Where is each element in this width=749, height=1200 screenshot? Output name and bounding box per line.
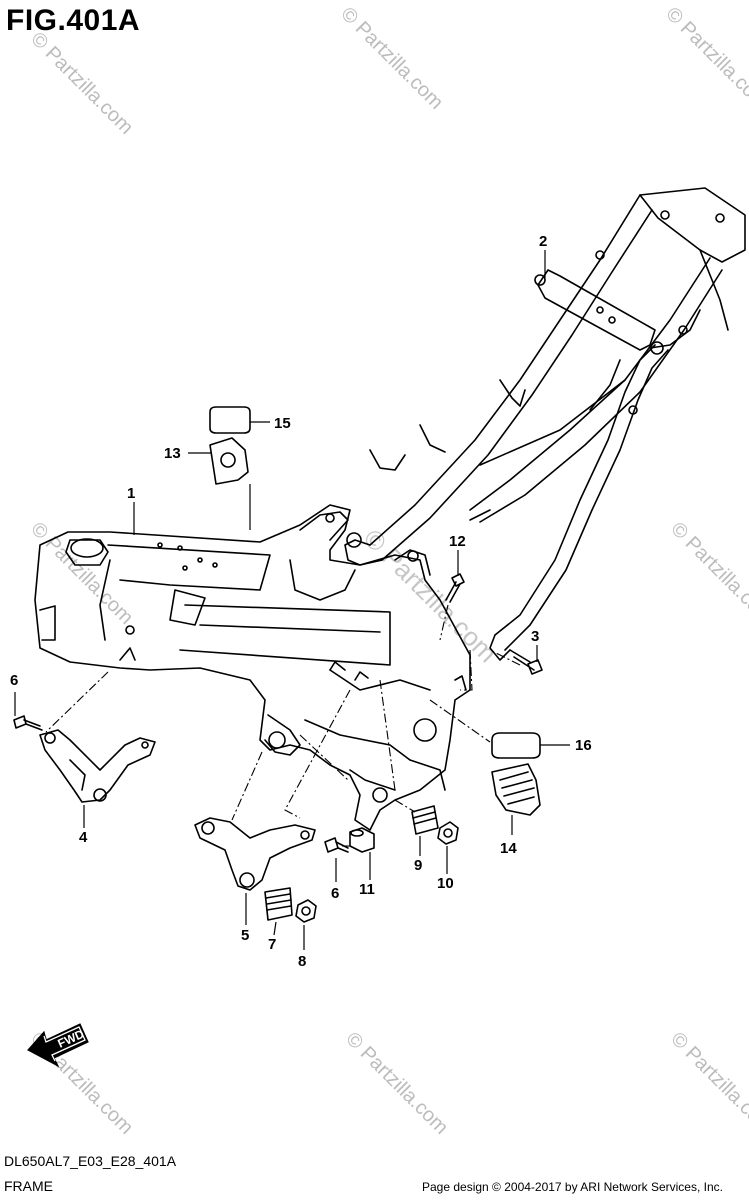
callout-2: 2: [539, 233, 547, 250]
watermarks: © Partzilla.com © Partzilla.com © Partzi…: [26, 3, 749, 1139]
callout-9: 9: [414, 857, 422, 874]
watermark-text: © Partzilla.com: [26, 28, 137, 139]
figure-title: FIG.401A: [6, 4, 141, 37]
part-5-bracket: [194, 817, 316, 891]
callout-14: 14: [500, 840, 517, 857]
callout-12: 12: [449, 533, 466, 550]
diagram-code: DL650AL7_E03_E28_401A: [4, 1153, 177, 1169]
callout-8: 8: [298, 953, 306, 970]
watermark-center-text: © Partzilla.com: [358, 523, 503, 668]
watermark-text: © Partzilla.com: [666, 518, 749, 629]
part-4-bracket: [39, 729, 156, 803]
part-7-spring: [264, 887, 293, 921]
rear-frame: [344, 187, 746, 661]
leader-lines: [14, 250, 570, 950]
callout-10: 10: [437, 875, 454, 892]
callout-4: 4: [79, 829, 88, 846]
watermark-text: © Partzilla.com: [336, 3, 447, 114]
callout-1: 1: [127, 485, 135, 502]
watermark-text: © Partzilla.com: [341, 1028, 452, 1139]
part-15-cushion: [209, 406, 251, 434]
watermark-text: © Partzilla.com: [666, 1028, 749, 1139]
callout-3: 3: [531, 628, 539, 645]
callout-6a: 6: [10, 672, 18, 689]
part-3-bolt: [509, 649, 543, 675]
callout-5: 5: [241, 927, 249, 944]
callout-7: 7: [268, 936, 276, 953]
main-frame: [34, 504, 471, 831]
watermark-text: © Partzilla.com: [26, 518, 137, 629]
callout-13: 13: [164, 445, 181, 462]
callout-15: 15: [274, 415, 291, 432]
part-12-bolt: [445, 573, 465, 603]
part-14-cover: [491, 763, 541, 816]
callout-11: 11: [359, 881, 375, 898]
part-11-collar: [349, 827, 375, 853]
callouts: 1 2 3 4 5 6 6 7 8 9 10 11 12 13 14 15 16: [10, 233, 592, 970]
diagram-caption: FRAME: [4, 1178, 53, 1194]
part-16-cushion: [491, 732, 541, 759]
part-10-nut: [437, 821, 459, 845]
page-credit: Page design © 2004-2017 by ARI Network S…: [421, 1180, 723, 1194]
watermark-text: © Partzilla.com: [661, 3, 749, 114]
part-8-nut: [295, 899, 317, 923]
callout-6b: 6: [331, 885, 339, 902]
callout-16: 16: [575, 737, 592, 754]
part-9-spring: [411, 805, 439, 835]
part-6-bolt-lower: [324, 837, 349, 853]
assembly-lines: [45, 604, 521, 847]
part-13-bracket: [209, 437, 249, 485]
part-6-bolt-left: [13, 715, 43, 731]
